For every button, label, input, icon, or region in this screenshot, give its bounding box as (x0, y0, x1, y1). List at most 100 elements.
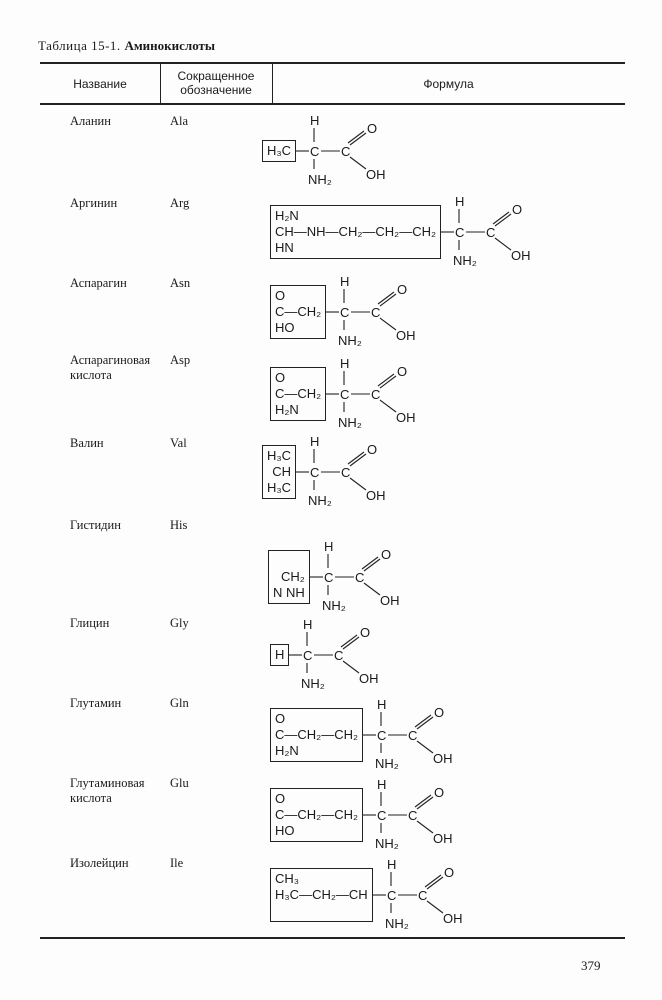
side-chain-text: O (275, 370, 286, 385)
caption-title: Аминокислоты (124, 38, 216, 53)
amino-group: NH₂ (375, 756, 399, 771)
amino-acid-abbr: Val (170, 436, 187, 450)
hydroxyl-group: OH (443, 911, 463, 926)
page-number: 379 (581, 958, 601, 973)
bond-line (379, 293, 397, 307)
bond-line (361, 556, 379, 570)
amino-acid-name: Гистидин (70, 518, 121, 532)
header-abbr: Сокращенное обозначение (177, 69, 255, 97)
amino-group: NH₂ (453, 253, 477, 268)
amino-acid-name: Аргинин (70, 196, 118, 210)
carboxyl-carbon: C (408, 808, 417, 823)
side-chain-text: CH₃ (275, 871, 300, 886)
bond-line (416, 716, 434, 730)
header-rule (40, 103, 625, 105)
hydroxyl-group: OH (366, 488, 386, 503)
side-chain-text: O (275, 711, 286, 726)
side-chain-text: H₃C (267, 143, 292, 158)
bond-line (494, 213, 512, 227)
carbonyl-oxygen: O (444, 865, 454, 880)
amino-group: NH₂ (338, 333, 362, 348)
caption-prefix: Таблица 15-1. (38, 38, 121, 53)
carboxyl-carbon: C (371, 387, 380, 402)
side-chain-text: N NH (273, 585, 305, 600)
bond-line (349, 453, 367, 467)
carbonyl-oxygen: O (512, 202, 522, 217)
bond-line (343, 660, 360, 674)
alpha-carbon: C (455, 225, 464, 240)
amino-acid-abbr: Arg (170, 196, 190, 210)
carboxyl-carbon: C (355, 570, 364, 585)
alpha-carbon: C (310, 144, 319, 159)
bond-line (426, 900, 444, 914)
side-chain-text: HO (275, 320, 295, 335)
amino-acid-abbr: Glu (170, 776, 189, 790)
hydroxyl-group: OH (359, 671, 379, 686)
amino-acid-abbr: Gly (170, 616, 189, 630)
amino-acid-abbr: Ile (170, 856, 184, 870)
hydrogen-atom: H (377, 697, 386, 712)
header-name: Название (73, 77, 127, 91)
bond-line (379, 375, 397, 389)
carboxyl-carbon: C (341, 144, 350, 159)
hydroxyl-group: OH (433, 751, 453, 766)
amino-acid-name: Аланин (70, 114, 111, 128)
side-chain-box: H (270, 644, 290, 666)
bond-line (363, 558, 381, 572)
column-divider (272, 62, 274, 104)
carboxyl-carbon: C (486, 225, 495, 240)
side-chain-text: C—CH₂—CH₂ (275, 807, 359, 822)
hydrogen-atom: H (324, 539, 333, 554)
amino-acid-abbr: Gln (170, 696, 189, 710)
side-chain-text: HO (275, 823, 295, 838)
hydroxyl-group: OH (511, 248, 531, 263)
bond-line (492, 211, 510, 225)
hydrogen-atom: H (377, 777, 386, 792)
carbonyl-oxygen: O (367, 121, 377, 136)
hydrogen-atom: H (303, 617, 312, 632)
hydroxyl-group: OH (366, 167, 386, 182)
bond-line (379, 399, 397, 413)
alpha-carbon: C (387, 888, 396, 903)
bond-line (416, 796, 434, 810)
alpha-carbon: C (310, 465, 319, 480)
side-chain-text: H₃C (267, 448, 292, 463)
bond-line (416, 820, 434, 834)
amino-acid-abbr: Asp (170, 353, 191, 367)
hydrogen-atom: H (387, 857, 396, 872)
side-chain-text: O (275, 288, 286, 303)
column-divider (160, 62, 162, 104)
alpha-carbon: C (340, 387, 349, 402)
alpha-carbon: C (303, 648, 312, 663)
carbonyl-oxygen: O (381, 547, 391, 562)
bond-line (377, 373, 395, 387)
bond-line (347, 451, 365, 465)
carboxyl-carbon: C (371, 305, 380, 320)
hydrogen-atom: H (340, 274, 349, 289)
amino-group: NH₂ (385, 916, 409, 931)
bond-line (363, 582, 381, 596)
amino-acid-name: Глутаминовая кислота (70, 776, 145, 805)
carboxyl-carbon: C (334, 648, 343, 663)
amino-acid-abbr: Ala (170, 114, 189, 128)
side-chain-text: H₃C (267, 480, 292, 495)
bond-line (341, 634, 358, 648)
side-chain-text: C—CH₂—CH₂ (275, 727, 359, 742)
